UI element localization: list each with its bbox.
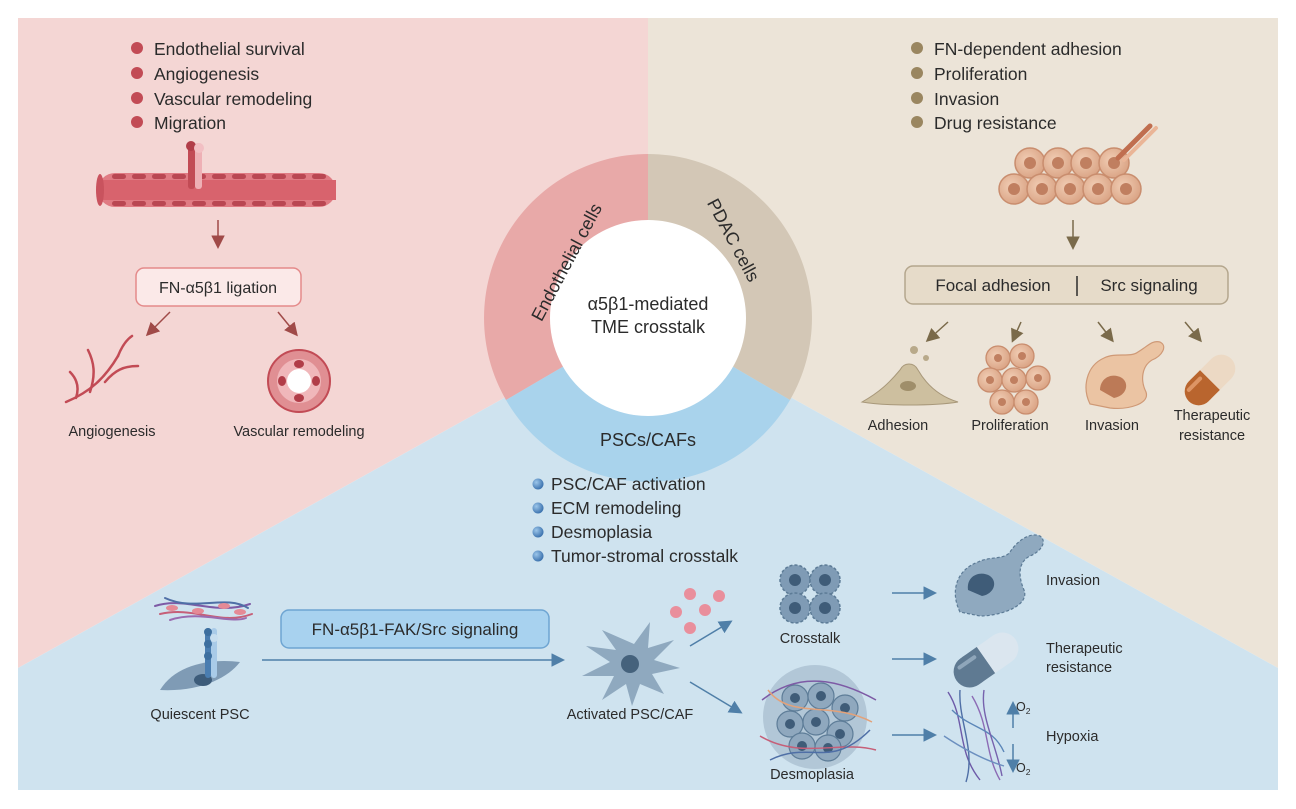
psc-crosstalk-label: Crosstalk	[780, 631, 841, 647]
pdac-outcome-adhesion: Adhesion	[868, 418, 928, 434]
arrow	[689, 681, 743, 714]
arrow	[925, 321, 949, 343]
proliferation-cells-icon	[977, 343, 1051, 415]
endothelial-bullet: Migration	[154, 113, 226, 133]
pdac-bullet: Proliferation	[934, 64, 1027, 84]
quiescent-psc-icon	[154, 597, 253, 691]
pdac-outcome-resistance-line1: Therapeutic	[1174, 408, 1251, 424]
desmoplasia-icon	[759, 665, 877, 769]
bullet-dot	[131, 42, 143, 54]
pdac-signal-box	[904, 265, 1229, 305]
endothelial-bullet: Angiogenesis	[154, 64, 259, 84]
pdac-bullet: FN-dependent adhesion	[934, 39, 1122, 59]
pdac-outcome-invasion: Invasion	[1085, 418, 1139, 434]
activated-caf-icon	[582, 622, 680, 706]
o2-up-label: O2	[1016, 700, 1031, 716]
psc-resistance-line1: Therapeutic	[1046, 641, 1123, 657]
blood-vessel-icon	[96, 141, 336, 207]
crosstalk-cells-icon	[779, 564, 841, 624]
psc-bullet: Tumor-stromal crosstalk	[551, 546, 738, 566]
invading-cell-icon	[1085, 341, 1165, 409]
psc-hypoxia-label: Hypoxia	[1046, 729, 1099, 745]
psc-desmoplasia-label: Desmoplasia	[770, 767, 855, 783]
bullet-dot	[532, 502, 544, 514]
psc-quiescent-label: Quiescent PSC	[150, 707, 249, 723]
pdac-bullet: Invasion	[934, 89, 999, 109]
o2-down-label: O2	[1016, 761, 1031, 777]
psc-resistance-line2: resistance	[1046, 660, 1112, 676]
drug-capsule-blue-icon	[953, 632, 1019, 688]
vessel-cross-section-icon	[267, 349, 331, 413]
center-title-line1: α5β1-mediated	[588, 294, 709, 314]
center-ring: α5β1-mediated TME crosstalk Endothelial …	[484, 154, 812, 482]
ring-hub	[550, 220, 746, 416]
center-title-line2: TME crosstalk	[591, 317, 706, 337]
drug-capsule-icon	[1184, 354, 1236, 406]
arrow	[1184, 321, 1202, 343]
bullet-dot	[131, 92, 143, 104]
bullet-dot	[532, 478, 544, 490]
angiogenesis-icon	[64, 334, 140, 404]
arrow	[689, 620, 733, 647]
endothelial-outcome-angiogenesis: Angiogenesis	[68, 424, 155, 440]
pdac-bullet: Drug resistance	[934, 113, 1057, 133]
ligation-box	[135, 267, 302, 307]
psc-bullet-list: PSC/CAF activation ECM remodeling Desmop…	[532, 474, 738, 566]
endothelial-bullet: Vascular remodeling	[154, 89, 312, 109]
arrow	[1011, 321, 1024, 343]
bullet-dot	[911, 42, 923, 54]
endothelial-outcome-vascular-remodeling: Vascular remodeling	[233, 424, 364, 440]
pdac-signal-left: Focal adhesion	[935, 276, 1050, 295]
ring-label-psc: PSCs/CAFs	[600, 430, 696, 450]
invading-stromal-cell-icon	[954, 534, 1044, 617]
hypoxia-fibers-icon	[943, 689, 1005, 783]
bullet-dot	[532, 526, 544, 538]
arrow	[277, 311, 298, 337]
bullet-dot	[532, 550, 544, 562]
bullet-dot	[911, 92, 923, 104]
pdac-signal-right: Src signaling	[1100, 276, 1197, 295]
arrow	[1097, 321, 1114, 343]
pdac-cell-cluster-icon	[998, 123, 1158, 205]
psc-bullet: ECM remodeling	[551, 498, 681, 518]
psc-bullet: PSC/CAF activation	[551, 474, 706, 494]
pdac-bullet-list: FN-dependent adhesion Proliferation Inva…	[911, 39, 1122, 133]
endothelial-bullet: Endothelial survival	[154, 39, 305, 59]
bullet-dot	[911, 116, 923, 128]
psc-bullet: Desmoplasia	[551, 522, 652, 542]
ring-segment-psc	[506, 355, 790, 482]
psc-signal-box	[280, 609, 550, 649]
psc-activated-label: Activated PSC/CAF	[567, 707, 694, 723]
cytokine-dots-icon	[670, 588, 725, 634]
bullet-dot	[911, 67, 923, 79]
pdac-outcome-resistance-line2: resistance	[1179, 428, 1245, 444]
pdac-outcome-proliferation: Proliferation	[971, 418, 1048, 434]
bullet-dot	[131, 67, 143, 79]
psc-invasion-label: Invasion	[1046, 573, 1100, 589]
endothelial-bullet-list: Endothelial survival Angiogenesis Vascul…	[131, 39, 312, 133]
arrow	[145, 311, 171, 337]
psc-signal-label: FN-α5β1-FAK/Src signaling	[312, 620, 519, 639]
adhesion-cell-icon	[860, 346, 959, 406]
ligation-label: FN-α5β1 ligation	[159, 280, 277, 297]
bullet-dot	[131, 116, 143, 128]
